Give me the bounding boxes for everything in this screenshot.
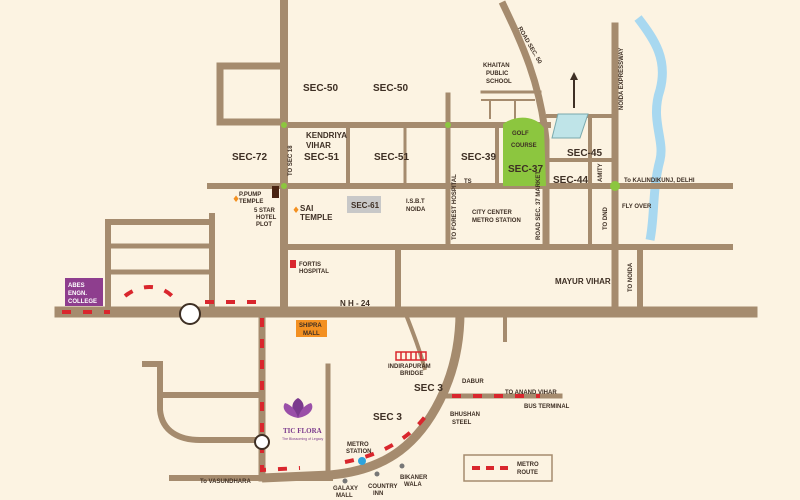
bhushan-steel-label-2: STEEL bbox=[452, 420, 472, 426]
mayur-vihar-label: MAYUR VIHAR bbox=[555, 277, 611, 286]
sector-51-label: SEC-51 bbox=[304, 152, 339, 163]
sector-50-label: SEC-50 bbox=[303, 83, 338, 94]
project-tagline: The Blossoming of Legacy bbox=[282, 437, 323, 441]
galaxy-mall-label: GALAXY bbox=[333, 486, 358, 492]
khaitan-school-label-2: PUBLIC bbox=[486, 71, 509, 77]
junction-dot bbox=[445, 122, 451, 128]
khaitan-school-label: KHAITAN bbox=[483, 63, 510, 69]
isbt-label: I.S.B.T bbox=[406, 199, 425, 205]
roundabout-marker-2 bbox=[254, 434, 270, 450]
fortis-hospital-label-2: HOSPITAL bbox=[299, 269, 329, 275]
sector-51-label-2: SEC-51 bbox=[374, 152, 409, 163]
five-star-hotel-label-2: HOTEL bbox=[256, 215, 277, 221]
golf-course bbox=[503, 117, 546, 186]
river bbox=[634, 15, 667, 241]
sector-37-label: SEC-37 bbox=[508, 164, 543, 175]
country-inn-label: COUNTRY bbox=[368, 484, 397, 490]
to-noida-label: TO NOIDA bbox=[628, 262, 634, 292]
road-network bbox=[54, 0, 758, 483]
junction-dot bbox=[281, 183, 287, 189]
shipra-mall-block bbox=[296, 320, 327, 337]
roundabout-marker bbox=[179, 303, 201, 325]
sector-61-label: SEC-61 bbox=[351, 201, 380, 210]
junction-dot bbox=[281, 122, 287, 128]
bikaner-wala-marker bbox=[399, 463, 405, 469]
metro-station-label: METRO bbox=[347, 442, 369, 448]
to-anand-vihar-label: TO ANAND VIHAR bbox=[505, 390, 557, 396]
junction-dot bbox=[610, 181, 620, 191]
amity-label: AMITY bbox=[598, 163, 604, 182]
golf-course-label: GOLF bbox=[512, 131, 529, 137]
sai-temple-label: SAI bbox=[300, 204, 313, 213]
five-star-hotel-label-3: PLOT bbox=[256, 222, 272, 228]
dabur-label: DABUR bbox=[462, 379, 484, 385]
road-to-sec18-label: TO SEC 18 bbox=[288, 145, 294, 176]
sector-3-label-2: SEC 3 bbox=[373, 412, 402, 423]
legend-label: METRO bbox=[517, 462, 539, 468]
sector-61-block bbox=[347, 196, 381, 213]
legend-label-2: ROUTE bbox=[517, 470, 538, 476]
abes-college-block bbox=[65, 278, 103, 306]
sector-72-label: SEC-72 bbox=[232, 152, 267, 163]
to-dnd-label: TO DND bbox=[603, 206, 609, 230]
sector-45-block bbox=[551, 113, 589, 139]
metro-route bbox=[62, 285, 540, 473]
sai-temple-label-2: TEMPLE bbox=[300, 213, 333, 222]
fortis-hospital-label: FORTIS bbox=[299, 262, 321, 268]
abes-label-2: ENGN. bbox=[68, 291, 87, 297]
sector-50-label-2: SEC-50 bbox=[373, 83, 408, 94]
abes-label-3: COLLEGE bbox=[68, 299, 97, 305]
city-center-label: CITY CENTER bbox=[472, 210, 513, 216]
galaxy-mall-marker bbox=[342, 478, 348, 484]
golf-course-label-2: COURSE bbox=[511, 143, 537, 149]
metro-station-label-2: STATION bbox=[346, 449, 371, 455]
hospital-icon bbox=[290, 260, 296, 268]
expressway-label: NOIDA EXPRESSWAY bbox=[619, 48, 625, 110]
galaxy-mall-label-2: MALL bbox=[336, 493, 353, 499]
country-inn-label-2: INN bbox=[373, 491, 383, 497]
bus-terminal-label: BUS TERMINAL bbox=[524, 404, 570, 410]
city-center-label-2: METRO STATION bbox=[472, 218, 521, 224]
bridge-icon bbox=[395, 351, 427, 361]
to-vasundhara-label: To VASUNDHARA bbox=[200, 479, 251, 485]
country-inn-marker bbox=[374, 471, 380, 477]
indirapuram-bridge-label: INDIRAPURAM bbox=[388, 364, 431, 370]
p-pump-label-2: TEMPLE bbox=[239, 199, 263, 205]
nh24-label: N H - 24 bbox=[340, 299, 370, 308]
kendriya-vihar-label: KENDRIYA bbox=[306, 131, 347, 140]
lotus-logo-icon bbox=[283, 398, 313, 418]
ts-label: TS bbox=[464, 179, 472, 185]
project-name: TIC FLORA bbox=[283, 427, 322, 435]
sector-39-label: SEC-39 bbox=[461, 152, 496, 163]
sector-44-label: SEC-44 bbox=[553, 175, 588, 186]
road-forest-hospital-label: TO FOREST HOSPITAL bbox=[452, 174, 458, 240]
five-star-hotel-label: 5 STAR bbox=[254, 208, 276, 214]
sector-45-label: SEC-45 bbox=[567, 148, 602, 159]
isbt-label-2: NOIDA bbox=[406, 207, 426, 213]
bhushan-steel-label: BHUSHAN bbox=[450, 412, 480, 418]
fly-over-label: FLY OVER bbox=[622, 204, 652, 210]
bikaner-wala-label-2: WALA bbox=[404, 482, 422, 488]
kendriya-vihar-label-2: VIHAR bbox=[306, 141, 331, 150]
indirapuram-bridge-label-2: BRIDGE bbox=[400, 371, 423, 377]
p-pump-icon: ♦ bbox=[232, 195, 240, 205]
temple-icon bbox=[272, 186, 279, 198]
shipra-mall-label-2: MALL bbox=[303, 331, 320, 337]
shipra-mall-label: SHIPRA bbox=[299, 323, 322, 329]
abes-label: ABES bbox=[68, 283, 85, 289]
metro-station-icon bbox=[358, 457, 366, 465]
legend: METRO ROUTE bbox=[463, 454, 553, 482]
bikaner-wala-label: BIKANER bbox=[400, 475, 428, 481]
sai-temple-icon: ♦ bbox=[292, 206, 300, 216]
sector-3-label: SEC 3 bbox=[414, 383, 443, 394]
p-pump-label: P.PUMP bbox=[239, 192, 261, 198]
road-sec37-market-label: ROAD SEC. 37 MARKET bbox=[536, 171, 542, 240]
khaitan-school-label-3: SCHOOL bbox=[486, 79, 512, 85]
to-kalindikunj-label: To KALINDIKUNJ, DELHI bbox=[624, 178, 695, 184]
